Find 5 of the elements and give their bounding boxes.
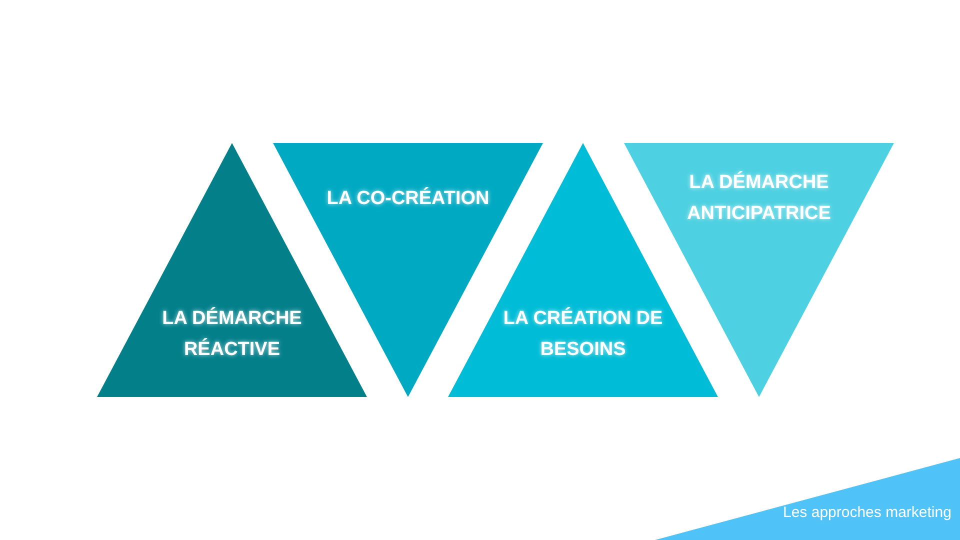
triangle-label: LA CO-CRÉATION: [326, 186, 490, 211]
triangle-label: LA DÉMARCHE RÉACTIVE: [161, 306, 303, 362]
triangle-label: LA DÉMARCHE ANTICIPATRICE: [686, 170, 832, 226]
triangle-label: LA CRÉATION DE BESOINS: [502, 306, 664, 362]
footer-title: Les approches marketing: [783, 504, 952, 522]
